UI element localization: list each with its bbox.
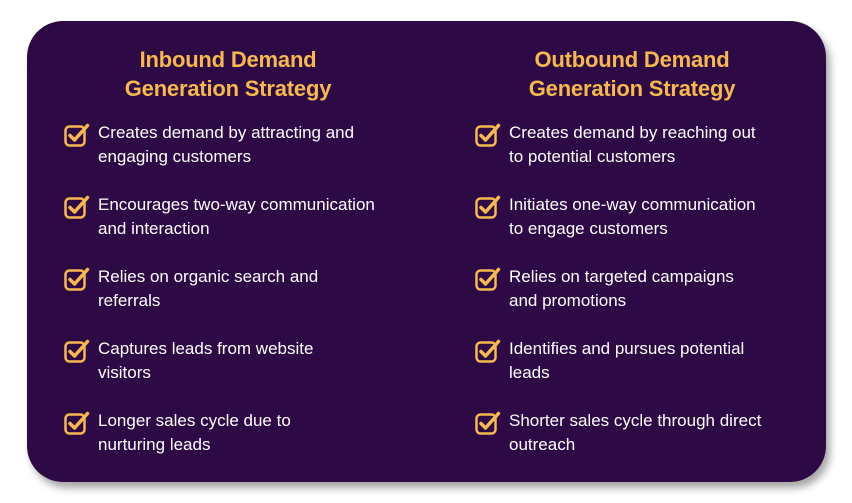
list-item-line1: Captures leads from website	[98, 339, 314, 358]
list-item-text: Captures leads from website visitors	[98, 337, 408, 385]
list-item-line2: engaging customers	[98, 147, 252, 166]
list-item: Creates demand by reaching out to potent…	[475, 121, 819, 193]
list-item: Encourages two-way communication and int…	[64, 193, 408, 265]
list-item-text: Initiates one-way communication to engag…	[509, 193, 819, 241]
list-item: Creates demand by attracting and engagin…	[64, 121, 408, 193]
list-item-line2: outreach	[509, 435, 576, 454]
inbound-list: Creates demand by attracting and engagin…	[64, 121, 408, 481]
list-item-line2: to engage customers	[509, 219, 668, 238]
list-item-line1: Initiates one-way communication	[509, 195, 756, 214]
checkbox-checked-icon	[64, 267, 90, 291]
list-item: Identifies and pursues potential leads	[475, 337, 819, 409]
outbound-heading-line1: Outbound Demand	[534, 47, 730, 72]
list-item-line2: and promotions	[509, 291, 627, 310]
list-item-text: Creates demand by reaching out to potent…	[509, 121, 819, 169]
list-item-line1: Relies on targeted campaigns	[509, 267, 734, 286]
checkbox-checked-icon	[475, 411, 501, 435]
list-item-line2: referrals	[98, 291, 161, 310]
list-item-text: Identifies and pursues potential leads	[509, 337, 819, 385]
outbound-list: Creates demand by reaching out to potent…	[475, 121, 819, 481]
list-item-line1: Encourages two-way communication	[98, 195, 375, 214]
list-item-line1: Shorter sales cycle through direct	[509, 411, 762, 430]
checkbox-checked-icon	[475, 339, 501, 363]
list-item-line1: Creates demand by reaching out	[509, 123, 756, 142]
checkbox-checked-icon	[64, 411, 90, 435]
list-item-line2: nurturing leads	[98, 435, 211, 454]
list-item-text: Relies on organic search and referrals	[98, 265, 408, 313]
list-item-line2: and interaction	[98, 219, 210, 238]
list-item-line1: Identifies and pursues potential	[509, 339, 745, 358]
list-item-text: Shorter sales cycle through direct outre…	[509, 409, 819, 457]
inbound-column: Inbound Demand Generation Strategy Creat…	[27, 21, 427, 482]
outbound-column: Outbound Demand Generation Strategy Crea…	[438, 21, 826, 482]
list-item-text: Relies on targeted campaigns and promoti…	[509, 265, 819, 313]
comparison-card: Inbound Demand Generation Strategy Creat…	[27, 21, 826, 482]
list-item: Shorter sales cycle through direct outre…	[475, 409, 819, 481]
list-item-line2: leads	[509, 363, 550, 382]
list-item-text: Creates demand by attracting and engagin…	[98, 121, 408, 169]
checkbox-checked-icon	[64, 195, 90, 219]
checkbox-checked-icon	[64, 123, 90, 147]
list-item-line2: visitors	[98, 363, 151, 382]
list-item-line1: Longer sales cycle due to	[98, 411, 291, 430]
checkbox-checked-icon	[64, 339, 90, 363]
list-item-text: Longer sales cycle due to nurturing lead…	[98, 409, 408, 457]
checkbox-checked-icon	[475, 195, 501, 219]
list-item: Initiates one-way communication to engag…	[475, 193, 819, 265]
list-item-line1: Relies on organic search and	[98, 267, 319, 286]
checkbox-checked-icon	[475, 267, 501, 291]
inbound-heading-line2: Generation Strategy	[124, 76, 332, 101]
list-item-line1: Creates demand by attracting and	[98, 123, 355, 142]
inbound-heading: Inbound Demand Generation Strategy	[27, 45, 429, 103]
list-item-line2: to potential customers	[509, 147, 676, 166]
list-item-text: Encourages two-way communication and int…	[98, 193, 408, 241]
checkbox-checked-icon	[475, 123, 501, 147]
outbound-heading-line2: Generation Strategy	[528, 76, 736, 101]
inbound-heading-line1: Inbound Demand	[139, 47, 317, 72]
list-item: Captures leads from website visitors	[64, 337, 408, 409]
outbound-heading: Outbound Demand Generation Strategy	[438, 45, 826, 103]
list-item: Relies on targeted campaigns and promoti…	[475, 265, 819, 337]
list-item: Relies on organic search and referrals	[64, 265, 408, 337]
list-item: Longer sales cycle due to nurturing lead…	[64, 409, 408, 481]
